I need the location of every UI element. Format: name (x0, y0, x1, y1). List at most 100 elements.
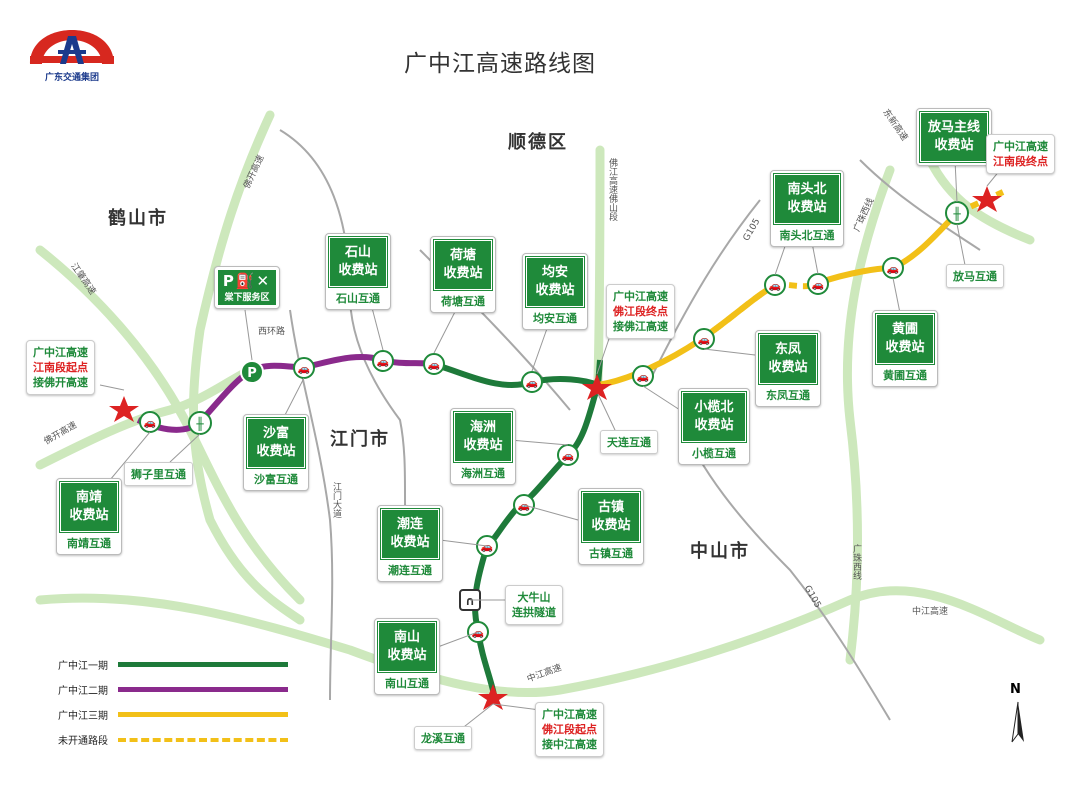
guangzhu-road (842, 165, 895, 665)
svg-text:🚗: 🚗 (144, 418, 156, 429)
toll-station-hetang: 荷塘收费站 荷塘互通 (430, 236, 496, 313)
g105-road-top (649, 199, 761, 381)
toll-station-haizhou: 海洲收费站 海洲互通 (450, 408, 516, 485)
note-jiangnan-start: 广中江高速 江南段起点 接佛开高速 (26, 340, 95, 395)
svg-text:🚗: 🚗 (298, 364, 310, 375)
interchange-label: 小榄互通 (692, 447, 736, 460)
service-area-sign: P⛽✕ 棠下服务区 (214, 266, 280, 309)
interchange-label: 均安互通 (533, 312, 577, 325)
tunnel-label: 大牛山连拱隧道 (505, 585, 563, 625)
dongfeng-marker: 🚗 (693, 328, 715, 350)
toll-station-junan: 均安收费站 均安互通 (522, 253, 588, 330)
interchange-label: 潮连互通 (388, 564, 432, 577)
toll-station-nanshan: 南山收费站 南山互通 (374, 618, 440, 695)
fojiang-road (593, 145, 605, 385)
company-logo (30, 30, 114, 64)
interchange-label: 南山互通 (385, 677, 429, 690)
note-fojiang-start: 广中江高速 佛江段起点 接中江高速 (535, 702, 604, 757)
svg-text:╫: ╫ (195, 416, 204, 431)
parking-marker: P (240, 360, 264, 384)
region-shunde: 顺德区 (508, 132, 568, 153)
toll-station-chaolian: 潮连收费站 潮连互通 (377, 505, 443, 582)
fokai-left-road (35, 365, 255, 470)
note-jiangnan-end: 广中江高速 江南段终点 (986, 134, 1055, 174)
fangma-marker: ╫ (945, 201, 969, 225)
nantoubei-marker-a: 🚗 (764, 274, 786, 296)
interchange-label: 海洲互通 (461, 467, 505, 480)
road-label-fojiang: 佛江高速佛山段 (607, 158, 617, 221)
toll-station-huangyuan: 黄圃收费站 黄圃互通 (872, 310, 938, 387)
legend-item: 广中江一期 (58, 652, 288, 677)
svg-text:🚗: 🚗 (518, 501, 530, 512)
interchange-label: 东凤互通 (766, 389, 810, 402)
toll-station-guzhen: 古镇收费站 古镇互通 (578, 488, 644, 565)
huangyuan-marker: 🚗 (882, 257, 904, 279)
interchange-label: 南靖互通 (67, 537, 111, 550)
interchange-label: 黄圃互通 (883, 369, 927, 382)
interchange-shiziil: 狮子里互通 (124, 462, 193, 486)
svg-text:🚗: 🚗 (526, 378, 538, 389)
svg-text:🚗: 🚗 (698, 335, 710, 346)
xiaolan-marker: 🚗 (632, 365, 654, 387)
road-label-xihuan: 西环路 (258, 327, 286, 337)
toll-station-nantoubei: 南头北收费站 南头北互通 (770, 170, 844, 247)
note-fojiang-end: 广中江高速 佛江段终点 接佛江高速 (606, 284, 675, 339)
map-legend: 广中江一期 广中江二期 广中江三期 未开通路段 (58, 652, 288, 752)
svg-text:🚗: 🚗 (472, 628, 484, 639)
logo-text: 广东交通集团 (44, 73, 99, 83)
grey-roads (279, 129, 981, 721)
toll-station-shishan: 石山收费站 石山互通 (325, 233, 391, 310)
region-zhongshan: 中山市 (690, 541, 750, 562)
interchange-fangma: 放马互通 (946, 264, 1004, 288)
road-label-guangzhu-bottom: 广珠西线 (851, 544, 861, 580)
legend-item: 未开通路段 (58, 727, 288, 752)
star-jiangnan-end (972, 186, 1002, 212)
interchange-label: 荷塘互通 (441, 295, 485, 308)
legend-item: 广中江三期 (58, 702, 288, 727)
grey-road-1 (279, 129, 411, 561)
zhongjiang-road (35, 586, 1045, 698)
svg-text:🚗: 🚗 (562, 451, 574, 462)
svg-text:∩: ∩ (465, 594, 475, 608)
north-label: N (1010, 682, 1021, 697)
svg-text:╫: ╫ (952, 206, 961, 221)
svg-text:🚗: 🚗 (637, 372, 649, 383)
svg-text:🚗: 🚗 (812, 280, 824, 291)
interchange-tianlian: 天连互通 (600, 430, 658, 454)
svg-text:🚗: 🚗 (428, 360, 440, 371)
toll-station-nanjing: 南靖收费站 南靖互通 (56, 478, 122, 555)
interchange-label: 南头北互通 (779, 229, 835, 242)
background-roads (35, 110, 1045, 698)
toll-station-dongfeng: 东凤收费站 东凤互通 (755, 330, 821, 407)
legend-item: 广中江二期 (58, 677, 288, 702)
shiziil-marker: ╫ (188, 411, 212, 435)
g105-road-bottom (679, 419, 891, 721)
toll-station-shafu: 沙富收费站 沙富互通 (243, 414, 309, 491)
interchange-label: 古镇互通 (589, 547, 633, 560)
svg-text:P: P (247, 366, 257, 381)
nanjing-marker: 🚗 (139, 411, 161, 433)
toll-station-fangma: 放马主线收费站 (916, 108, 992, 166)
star-markers (109, 186, 1002, 710)
haizhou-marker: 🚗 (557, 444, 579, 466)
star-fojiang-end (582, 374, 612, 400)
svg-text:🚗: 🚗 (377, 357, 389, 368)
grey-road-3 (859, 159, 981, 251)
star-fojiang-start (478, 684, 508, 710)
star-jiangnan-start (109, 396, 139, 422)
region-jiangmen: 江门市 (330, 429, 390, 450)
junan-marker: 🚗 (521, 371, 543, 393)
interchange-label: 沙富互通 (254, 473, 298, 486)
interchange-label: 石山互通 (336, 292, 380, 305)
nantoubei-marker-b: 🚗 (807, 273, 829, 295)
region-heshan: 鹤山市 (108, 208, 168, 229)
svg-text:🚗: 🚗 (887, 264, 899, 275)
service-area-icons: P⛽✕ (222, 272, 272, 290)
shishan-marker: 🚗 (372, 350, 394, 372)
road-label-zhongjiang-right: 中江高速 (912, 607, 949, 617)
svg-text:🚗: 🚗 (481, 542, 493, 553)
north-arrow (1011, 701, 1024, 743)
shafu-marker: 🚗 (293, 357, 315, 379)
road-label-jiangmen-blvd: 江门大道 (331, 482, 341, 518)
